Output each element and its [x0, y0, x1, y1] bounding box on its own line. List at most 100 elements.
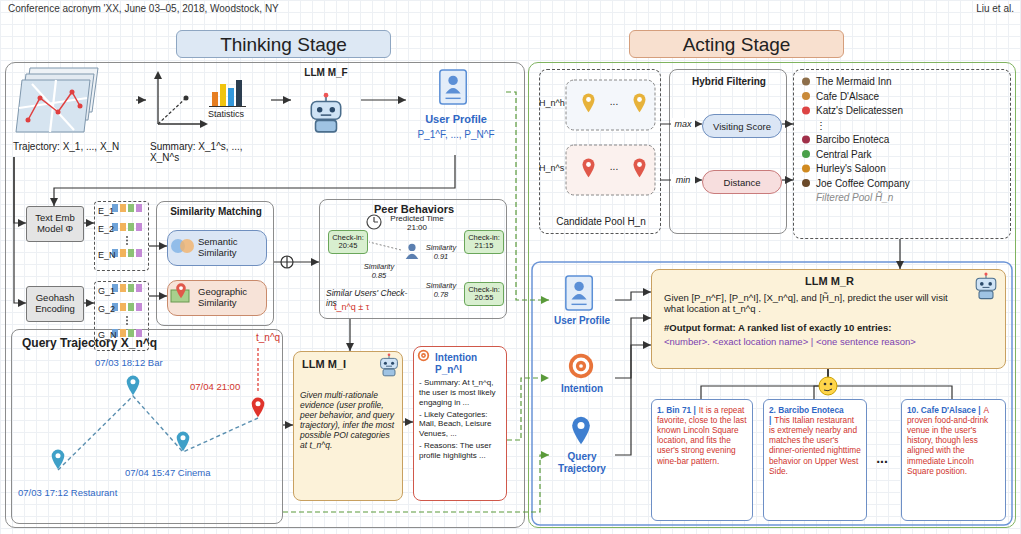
junction-symbols — [281, 256, 837, 395]
stage-heading: Acting Stage — [629, 30, 844, 58]
node-text: E_2 — [98, 224, 114, 234]
node-text: Intention — [549, 383, 615, 395]
summary-chart — [154, 71, 246, 128]
node-text: 1. Bin 71 | — [657, 405, 696, 415]
connector — [403, 421, 413, 422]
free-label: 07/03 18:12 Bar — [95, 358, 195, 369]
node-text: Statistics — [208, 109, 268, 119]
node-text: #Output format: A ranked list of exactly… — [664, 322, 994, 333]
checkin-bubble: Check-in: 21:15 — [464, 230, 504, 254]
robot-icon — [976, 273, 996, 299]
node-text: Distance — [724, 177, 761, 188]
node-text: Similarity Matching — [157, 206, 275, 217]
node-text: - Reasons: The user profile highlights .… — [419, 441, 501, 461]
filtering-box: Hybrid FilteringVisiting ScoreDistance — [669, 69, 787, 234]
edge-label: min — [671, 174, 695, 186]
free-label: 07/04 21:00 — [190, 382, 252, 393]
checkin-bubble: Check-in: 20:45 — [328, 230, 368, 254]
summary-chart: StatisticsSummary: X_1^s, ..., X_N^s — [146, 67, 271, 167]
free-label: 07/03 17:12 Restaurant — [18, 488, 158, 499]
connector — [149, 245, 167, 246]
node-text: Candidate Pool H_n — [540, 216, 662, 227]
node-text: 10. Cafe D'Alsace | — [907, 405, 980, 415]
node-text: It is a repeat favorite, close to the la… — [657, 405, 746, 466]
node-text: This Italian restaurant is extremely nea… — [769, 415, 861, 476]
node-text: Check-in: 20:45 — [329, 234, 367, 251]
connector — [701, 369, 828, 399]
free-label: Conference acronym 'XX, June 03–05, 2018… — [8, 3, 408, 15]
free-label: Similarity 0.78 — [422, 282, 460, 299]
connector — [136, 99, 146, 100]
node-text: Hybrid Filtering — [670, 76, 788, 87]
profile-icon — [440, 70, 466, 104]
query-map — [52, 348, 265, 470]
connector — [283, 424, 293, 425]
free-label: Liu et al. — [930, 3, 1014, 15]
free-label: Similarity 0.85 — [358, 263, 400, 280]
connector — [615, 345, 651, 455]
similarity-icons — [171, 239, 194, 302]
target-icon — [418, 350, 429, 361]
node-text: Given [P_n^F], [P_n^I], [X_n^q], and [H̃… — [664, 292, 954, 314]
node-text: Peer Behaviors — [320, 203, 508, 215]
node-text: Trajectory: X_1, ..., X_N — [13, 141, 138, 152]
node-text: Summary: X_1^s, ..., X_N^s — [150, 141, 270, 163]
candidate-groups — [566, 80, 655, 195]
node-text: Check-in: 20:55 — [465, 286, 503, 303]
node-text: Text Emb Model Φ — [29, 213, 81, 235]
trajectory-map — [16, 68, 98, 132]
llm-box: LLM M_R Given [P_n^F], [P_n^I], [X_n^q], … — [651, 269, 1006, 369]
connector — [84, 222, 94, 223]
stage-panel: Acting StageCandidate Pool H_nHybrid Fil… — [528, 62, 1016, 528]
embedding-bars — [112, 204, 142, 337]
free-label: ... — [601, 96, 627, 108]
node-text: Filtered Pool H̃_n — [816, 191, 1010, 206]
node-text: Semantic Similarity — [198, 237, 266, 259]
node-text: ⋮ — [816, 119, 1010, 134]
connector — [14, 157, 26, 303]
connector — [14, 157, 26, 223]
result-card: 10. Cafe D'Alsace |A proven food-and-dri… — [901, 399, 1006, 521]
node-text: A proven food-and-drink venue in the use… — [907, 405, 989, 476]
robot-icon — [311, 93, 340, 132]
connector — [507, 378, 549, 440]
node-text: LLM M_R — [652, 275, 1007, 287]
connector — [84, 302, 94, 303]
pin-icon — [572, 417, 590, 445]
node-text: t_n^q ± τ — [334, 302, 404, 312]
connector — [54, 155, 455, 206]
filter-pill: Distance — [702, 170, 782, 194]
node-text: - Summary: At t_n^q, the user is most li… — [419, 378, 501, 407]
checkin-bubble: Check-in: 20:55 — [464, 282, 504, 306]
node-text: - Likely Categories: Mall, Beach, Leisur… — [419, 410, 501, 439]
connector — [149, 295, 167, 296]
node-text: <number>. <exact location name> | <one s… — [664, 336, 994, 347]
node-text: Katz's Delicatessen — [816, 104, 1010, 119]
node-text: Intention P_n^I — [419, 352, 501, 376]
node-text: G_1 — [98, 286, 115, 296]
node-text: P_1^F, ..., P_N^F — [406, 129, 506, 140]
connector — [899, 239, 900, 269]
free-label: t_n^q — [256, 332, 284, 344]
connector — [828, 369, 952, 399]
robot-icon — [381, 353, 398, 375]
connector — [782, 123, 793, 124]
free-label: Predicted Time 21:00 — [386, 214, 448, 232]
node-text: User Profile — [406, 113, 506, 125]
profile-icon — [566, 276, 592, 310]
stage-heading: Thinking Stage — [176, 30, 391, 58]
connector — [283, 455, 549, 512]
connector — [506, 92, 549, 300]
free-label: H_n^s — [539, 163, 566, 173]
node-text: Geographic Similarity — [198, 287, 266, 309]
node-text: LLM M_I — [302, 358, 372, 370]
node-text: Query Trajectory X_n^q — [22, 336, 222, 350]
result-card: 1. Bin 71 |It is a repeat favorite, clos… — [651, 399, 753, 521]
connector — [271, 99, 291, 100]
similarity-box: Similarity MatchingSemantic SimilarityGe… — [156, 201, 274, 326]
edge-label: max — [671, 118, 695, 130]
node-text: Barcibo Enoteca — [816, 133, 1010, 148]
free-label: ... — [868, 450, 896, 466]
node-text: Hurley's Saloon — [816, 162, 1010, 177]
